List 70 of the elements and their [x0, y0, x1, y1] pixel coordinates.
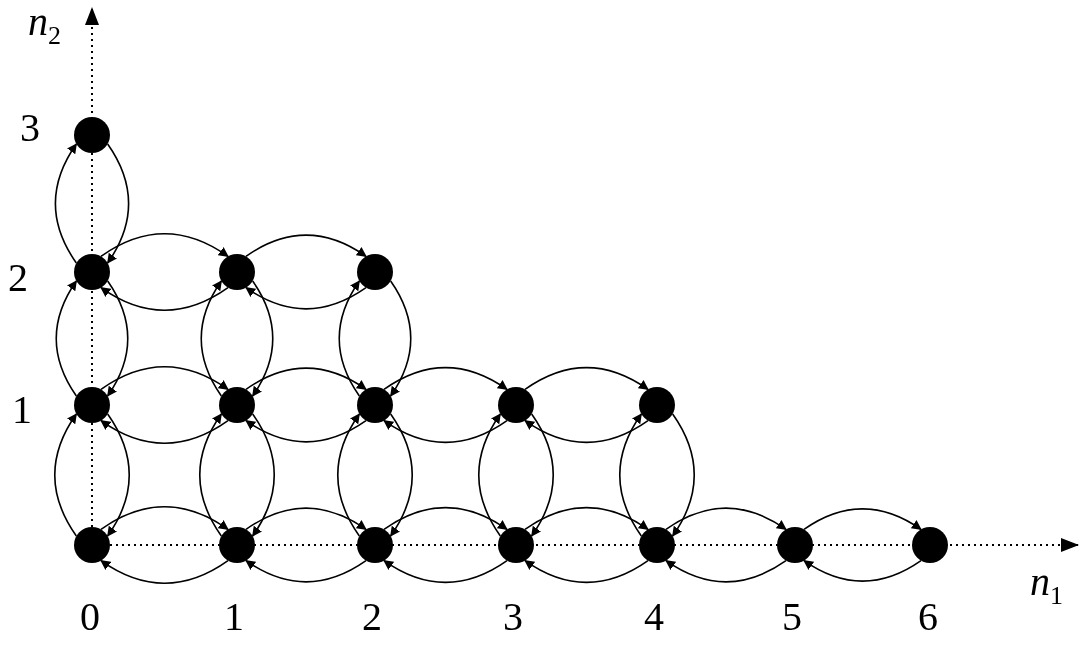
arrow [106, 413, 131, 537]
arrow [245, 507, 367, 531]
arrow [100, 365, 229, 391]
state-dot [639, 387, 675, 423]
arrow [336, 413, 361, 537]
arrow [251, 413, 276, 537]
arrow [665, 507, 787, 531]
arrow [524, 506, 649, 531]
state-dot [219, 254, 255, 290]
axis-label: n$_{1}$ [1030, 560, 1063, 612]
tick-label: 6 [918, 595, 938, 639]
arrow [100, 559, 229, 585]
state-dot [219, 527, 255, 563]
tick-label: 2 [8, 256, 28, 300]
arrow [53, 413, 78, 537]
tick-label: 5 [782, 595, 802, 639]
arrow [530, 413, 555, 537]
tick-label: 1 [224, 595, 244, 639]
arrow [671, 413, 696, 537]
state-dot [74, 527, 110, 563]
state-dot [498, 387, 534, 423]
arrow [524, 366, 649, 391]
state-dot [912, 527, 948, 563]
arrow [106, 143, 130, 264]
tick-label: 3 [20, 106, 40, 150]
state-dot [498, 527, 534, 563]
arrow [389, 280, 412, 397]
state-dot [357, 387, 393, 423]
arrow [389, 413, 414, 537]
tick-label: 1 [12, 388, 32, 432]
tick-label: 4 [644, 595, 664, 639]
arrow [198, 413, 223, 537]
arrow [100, 419, 229, 445]
arrow [245, 559, 367, 583]
state-dot [777, 527, 813, 563]
state-dot [74, 117, 110, 153]
arrow [200, 280, 223, 397]
arrow [803, 559, 922, 582]
axis-label: n$_{2}$ [28, 0, 61, 52]
arrow [803, 508, 922, 531]
arrow [245, 234, 367, 258]
arrow [55, 280, 78, 397]
tick-label: 3 [503, 595, 523, 639]
state-dot [639, 527, 675, 563]
arrow [665, 559, 787, 583]
tick-label: 0 [80, 595, 100, 639]
arrow [106, 280, 129, 397]
arrow [54, 143, 78, 264]
arrow [338, 280, 361, 397]
arrow [383, 559, 508, 584]
tick-label: 2 [362, 595, 382, 639]
state-dot [357, 527, 393, 563]
arrow [251, 280, 274, 397]
state-dot [74, 254, 110, 290]
arrow [383, 419, 508, 444]
state-dot [219, 387, 255, 423]
arrow [100, 286, 229, 312]
arrow [100, 232, 229, 258]
arrow [383, 366, 508, 391]
arrow [245, 419, 367, 443]
arrow [245, 367, 367, 391]
arrow [524, 559, 649, 584]
arrow [524, 419, 649, 444]
arrow [245, 286, 367, 310]
arrow [477, 413, 502, 537]
arrow [618, 413, 643, 537]
state-dot [74, 387, 110, 423]
state-dot [357, 254, 393, 290]
arrow [383, 506, 508, 531]
arrow [100, 505, 229, 531]
